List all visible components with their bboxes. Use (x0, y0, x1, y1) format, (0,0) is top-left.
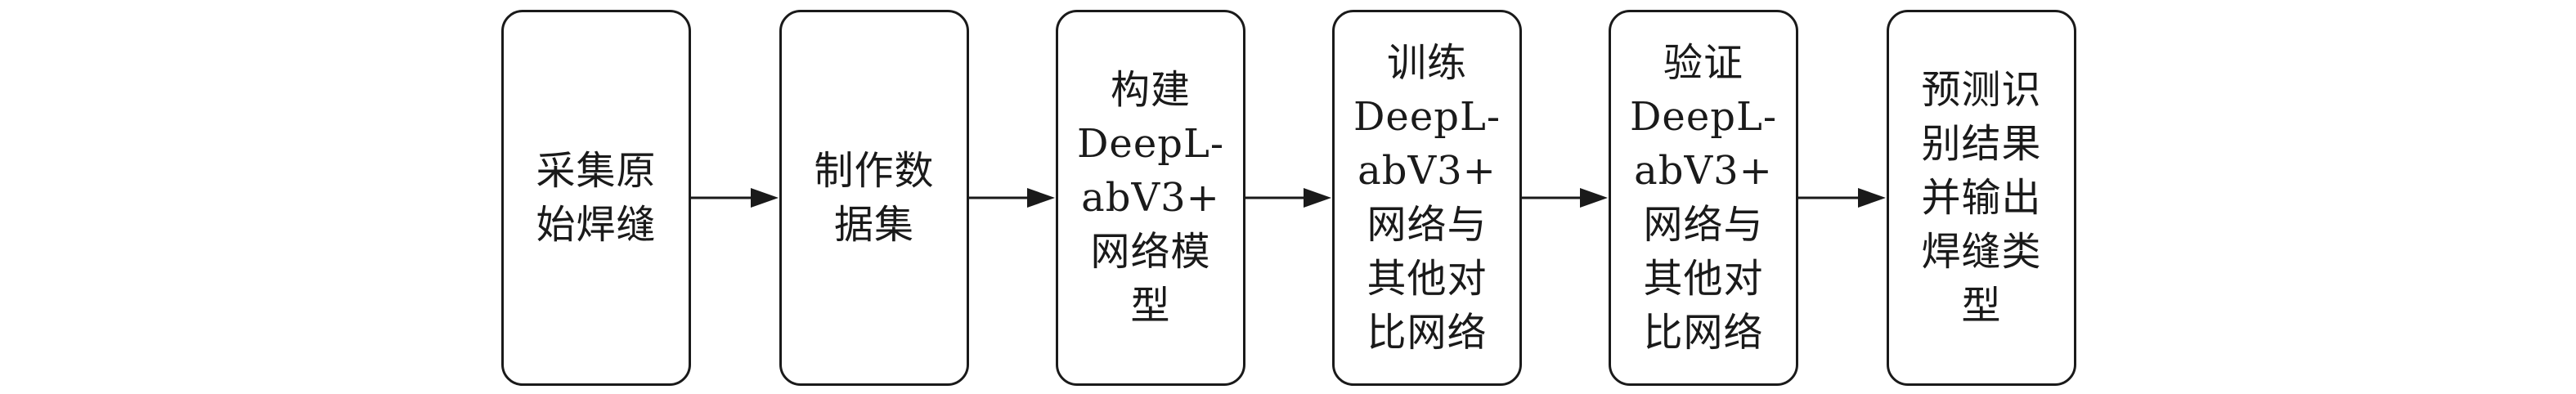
step-collect-raw-welds-label: 采集原 始焊缝 (536, 148, 657, 248)
arrowhead-icon (751, 188, 779, 208)
arrow-5-to-6 (1798, 188, 1886, 208)
step-train-networks-label: 训练 DeepL- abV3+ 网络与 其他对 比网络 (1353, 40, 1501, 356)
step-validate-networks: 验证 DeepL- abV3+ 网络与 其他对 比网络 (1609, 10, 1798, 386)
arrowhead-icon (1858, 188, 1886, 208)
step-validate-networks-label: 验证 DeepL- abV3+ 网络与 其他对 比网络 (1629, 40, 1778, 356)
arrow-2-to-3 (969, 188, 1055, 208)
step-train-networks: 训练 DeepL- abV3+ 网络与 其他对 比网络 (1332, 10, 1522, 386)
step-collect-raw-welds: 采集原 始焊缝 (501, 10, 691, 386)
arrowhead-icon (1027, 188, 1055, 208)
arrowhead-icon (1304, 188, 1331, 208)
arrow-4-to-5 (1522, 188, 1608, 208)
step-build-dataset: 制作数 据集 (779, 10, 969, 386)
step-predict-output-label: 预测识 别结果 并输出 焊缝类 型 (1921, 67, 2042, 329)
step-construct-model: 构建 DeepL- abV3+ 网络模 型 (1056, 10, 1245, 386)
arrowhead-icon (1580, 188, 1608, 208)
arrow-3-to-4 (1245, 188, 1331, 208)
arrow-1-to-2 (691, 188, 779, 208)
step-construct-model-label: 构建 DeepL- abV3+ 网络模 型 (1076, 67, 1225, 329)
step-predict-output: 预测识 别结果 并输出 焊缝类 型 (1887, 10, 2076, 386)
step-build-dataset-label: 制作数 据集 (814, 148, 935, 248)
